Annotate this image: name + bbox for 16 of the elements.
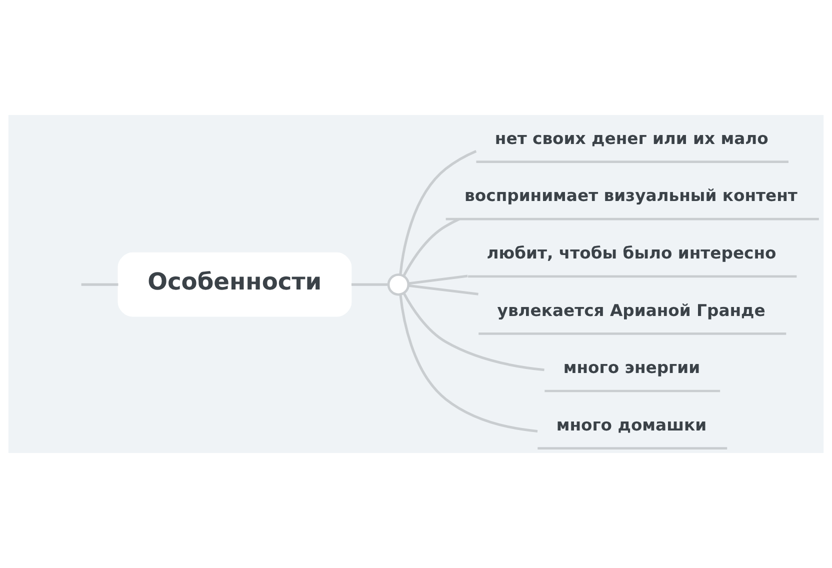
connector: [81, 283, 118, 286]
connector: [408, 274, 468, 285]
node-text: увлекается Арианой Гранде: [497, 300, 766, 320]
node-text: любит, чтобы было интересно: [486, 244, 776, 263]
node-box: Особенности: [118, 252, 352, 317]
connector: [408, 284, 478, 296]
connector: [402, 218, 460, 276]
node-text: много энергии: [563, 358, 700, 378]
node-circle: [387, 273, 410, 296]
connector: [399, 294, 538, 433]
node-text: нет своих денег или их мало: [494, 128, 768, 148]
node-text: воспринимает визуальный контент: [464, 186, 798, 206]
connector: [399, 150, 477, 275]
connector: [402, 292, 544, 372]
node-text: много домашки: [556, 415, 707, 434]
connector: [351, 283, 388, 286]
